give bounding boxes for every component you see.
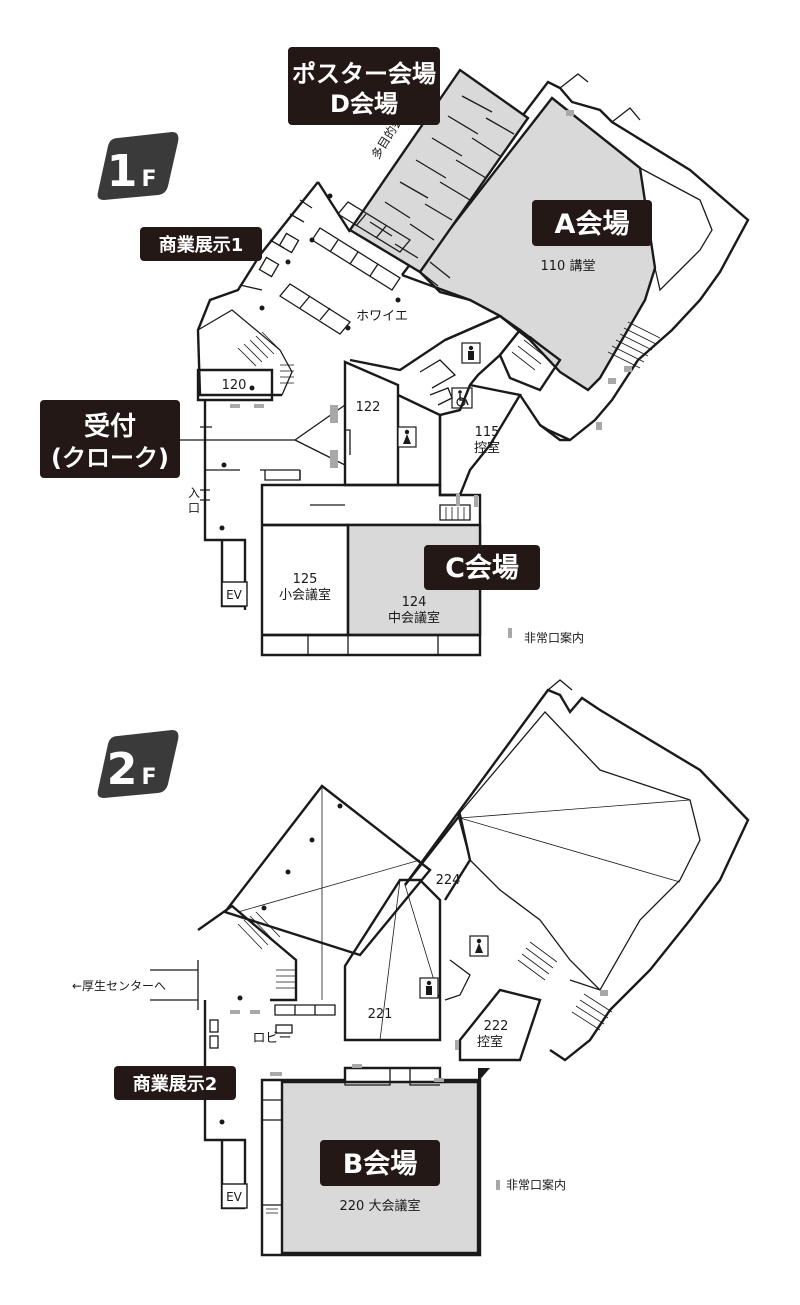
atrium-2f (223, 784, 432, 957)
room-222-name: 控室 (477, 1034, 503, 1050)
room-222 (458, 988, 542, 1062)
hall-a-upper (404, 688, 750, 1062)
lobby-label: ロビー (252, 1031, 291, 1046)
room-124-name: 中会議室 (388, 610, 440, 626)
room-125-num: 125 (293, 572, 318, 587)
room-122 (343, 360, 400, 487)
stairs-icon (197, 904, 298, 1002)
elevator-1f (221, 581, 248, 607)
stairs-icon (607, 321, 661, 369)
svg-text:商業展示2: 商業展示2 (133, 1073, 218, 1095)
floor-badge-1f: 1 F (97, 132, 179, 200)
female-restroom-icon (397, 426, 417, 448)
stairs-icon (197, 309, 294, 396)
exit-legend-1f: 非常口案内 (524, 630, 584, 645)
kosei-center-arrow: ←厚生センターへ (72, 979, 166, 993)
floor-badge-number: 1 (107, 146, 138, 197)
floor-1f-plan: 1 F (40, 47, 750, 657)
floor-badge-suffix: F (141, 765, 156, 790)
exit-legend-2f: 非常口案内 (506, 1177, 566, 1192)
elevator-2f (221, 1183, 248, 1209)
room-125-name: 小会議室 (279, 587, 331, 603)
room-222-num: 222 (484, 1019, 509, 1034)
exhibit-tables-1 (258, 201, 411, 335)
stairs-icon (498, 328, 562, 392)
tag-shogyo-1: 商業展示1 (140, 227, 262, 261)
floor-badge-suffix: F (141, 167, 156, 192)
walkway-to-kosei (150, 960, 199, 1010)
poster-boards (369, 95, 515, 259)
foyer-outline (196, 181, 352, 397)
entrance-label-2: 口 (188, 501, 200, 515)
room-122-label: 122 (356, 400, 381, 415)
room-120 (196, 368, 274, 402)
svg-text:(クローク): (クローク) (51, 444, 169, 472)
room-115-num: 115 (475, 425, 500, 440)
room-224-label: 224 (436, 873, 461, 888)
room-115 (438, 383, 522, 497)
emergency-exit-markers-2f (230, 990, 608, 1190)
male-restroom-icon (419, 977, 439, 999)
columns-1f (219, 193, 401, 531)
tag-hall-c: C会場 (424, 545, 540, 590)
tag-poster-d: ポスター会場 D会場 (288, 47, 440, 125)
room-220-label: 220 大会議室 (340, 1198, 421, 1214)
svg-text:B会場: B会場 (343, 1149, 418, 1180)
stairs-icon (517, 941, 613, 1031)
female-restroom-icon (469, 935, 489, 957)
room-120-label: 120 (222, 378, 247, 393)
male-restroom-icon (461, 342, 481, 364)
floor-badge-number: 2 (107, 744, 138, 795)
room-124-num: 124 (402, 595, 427, 610)
svg-text:C会場: C会場 (445, 553, 519, 584)
room-115-name: 控室 (474, 440, 500, 456)
hall-a-outer-wall (401, 80, 750, 442)
room-110-label: 110 講堂 (541, 258, 596, 274)
columns-2f (219, 803, 343, 1125)
tag-hall-a: A会場 (532, 200, 652, 246)
svg-text:D会場: D会場 (330, 90, 398, 118)
tag-reception: 受付 (クローク) (40, 400, 180, 478)
svg-text:受付: 受付 (84, 411, 136, 442)
floor-2f-plan: 2 F (72, 679, 750, 1257)
floor-badge-2f: 2 F (97, 730, 179, 798)
svg-text:商業展示1: 商業展示1 (159, 234, 244, 256)
svg-text:A会場: A会場 (555, 209, 630, 240)
room-221-label: 221 (368, 1007, 393, 1022)
emergency-exit-markers-1f (230, 110, 632, 638)
elevator-2f-label: EV (226, 1190, 243, 1204)
tag-hall-b: B会場 (320, 1140, 440, 1186)
foyer-label: ホワイエ (356, 309, 408, 324)
elevator-1f-label: EV (226, 588, 243, 602)
svg-text:ポスター会場: ポスター会場 (292, 60, 436, 88)
room-221 (343, 878, 442, 1042)
tag-shogyo-2: 商業展示2 (114, 1066, 236, 1100)
entrance-label-1: 入 (188, 486, 200, 500)
